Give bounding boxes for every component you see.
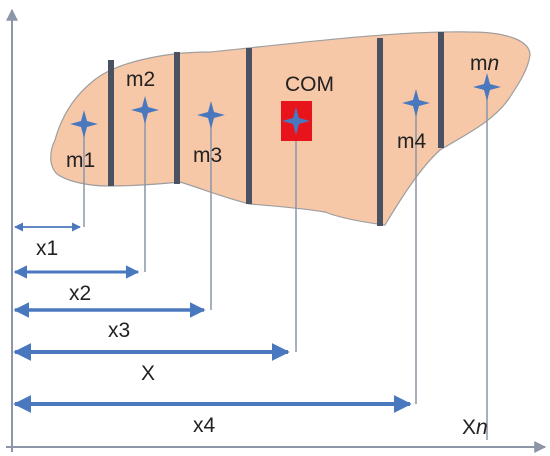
label-x3: x3 [108,319,130,342]
label-x1: x1 [36,237,58,260]
label-X: X [141,362,155,385]
label-Xn: Xn [462,416,488,439]
label-m3: m3 [193,144,222,167]
label-x2: x2 [69,282,91,305]
label-com: COM [285,73,334,96]
point-marker-m4-icon [402,89,430,117]
point-marker-mn-icon [473,73,501,101]
point-marker-m2-icon [131,96,159,124]
point-marker-com-icon [282,107,310,135]
label-m1: m1 [66,149,95,172]
point-marker-m3-icon [197,101,225,129]
point-marker-m1-icon [70,110,98,138]
label-x4: x4 [193,414,216,437]
label-m4: m4 [397,130,426,153]
label-m2: m2 [126,68,155,91]
label-mn: mn [470,52,499,75]
